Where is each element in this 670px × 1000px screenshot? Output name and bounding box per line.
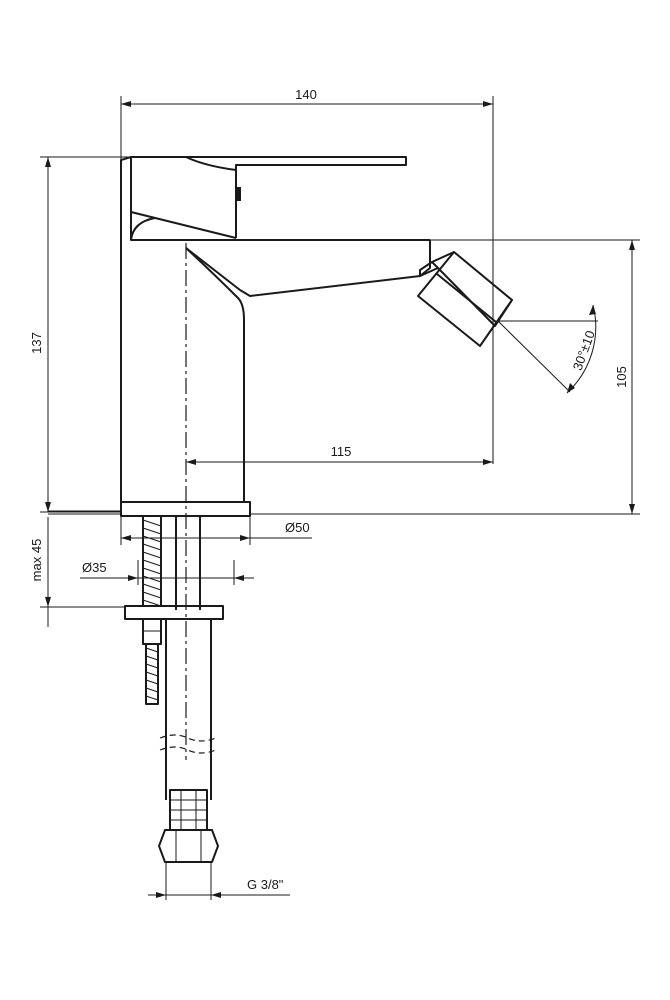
mounting-plate (124, 605, 224, 620)
dim-140: 140 (121, 87, 493, 107)
dim-g38: G 3/8" (148, 877, 290, 898)
dim-d35: Ø35 (80, 560, 254, 581)
bidet-nozzle (417, 251, 513, 347)
hex-connector (158, 789, 219, 863)
supply-pipe (159, 619, 217, 800)
spout-height-label: 105 (614, 366, 629, 388)
dim-115: 115 (186, 444, 493, 465)
hole-diameter-label: Ø35 (82, 560, 107, 575)
inner-tube (175, 516, 201, 610)
overall-height-label: 137 (29, 332, 44, 354)
connection-thread-label: G 3/8" (247, 877, 284, 892)
extension-lines (40, 96, 640, 900)
handle-indicator (236, 187, 241, 201)
threaded-rod (142, 515, 162, 607)
dim-105: 105 (614, 240, 635, 514)
nozzle-angle-label: 30°±10 (570, 329, 598, 373)
break-line-bottom (159, 746, 217, 754)
dim-137: 137 (29, 157, 51, 512)
base-plate (48, 501, 251, 517)
flexible-hose (145, 643, 159, 705)
lever-handle (130, 156, 407, 239)
break-line-top (159, 734, 217, 742)
dim-nozzle-angle: 30°±10 (497, 304, 598, 394)
nut (142, 618, 162, 645)
dim-max45: max 45 (29, 517, 51, 627)
base-diameter-label: Ø50 (285, 520, 310, 535)
overall-width-label: 140 (295, 87, 317, 102)
max-thickness-label: max 45 (29, 539, 44, 582)
dim-d50: Ø50 (121, 520, 312, 541)
faucet-body (120, 156, 431, 502)
spout-reach-label: 115 (331, 444, 352, 459)
